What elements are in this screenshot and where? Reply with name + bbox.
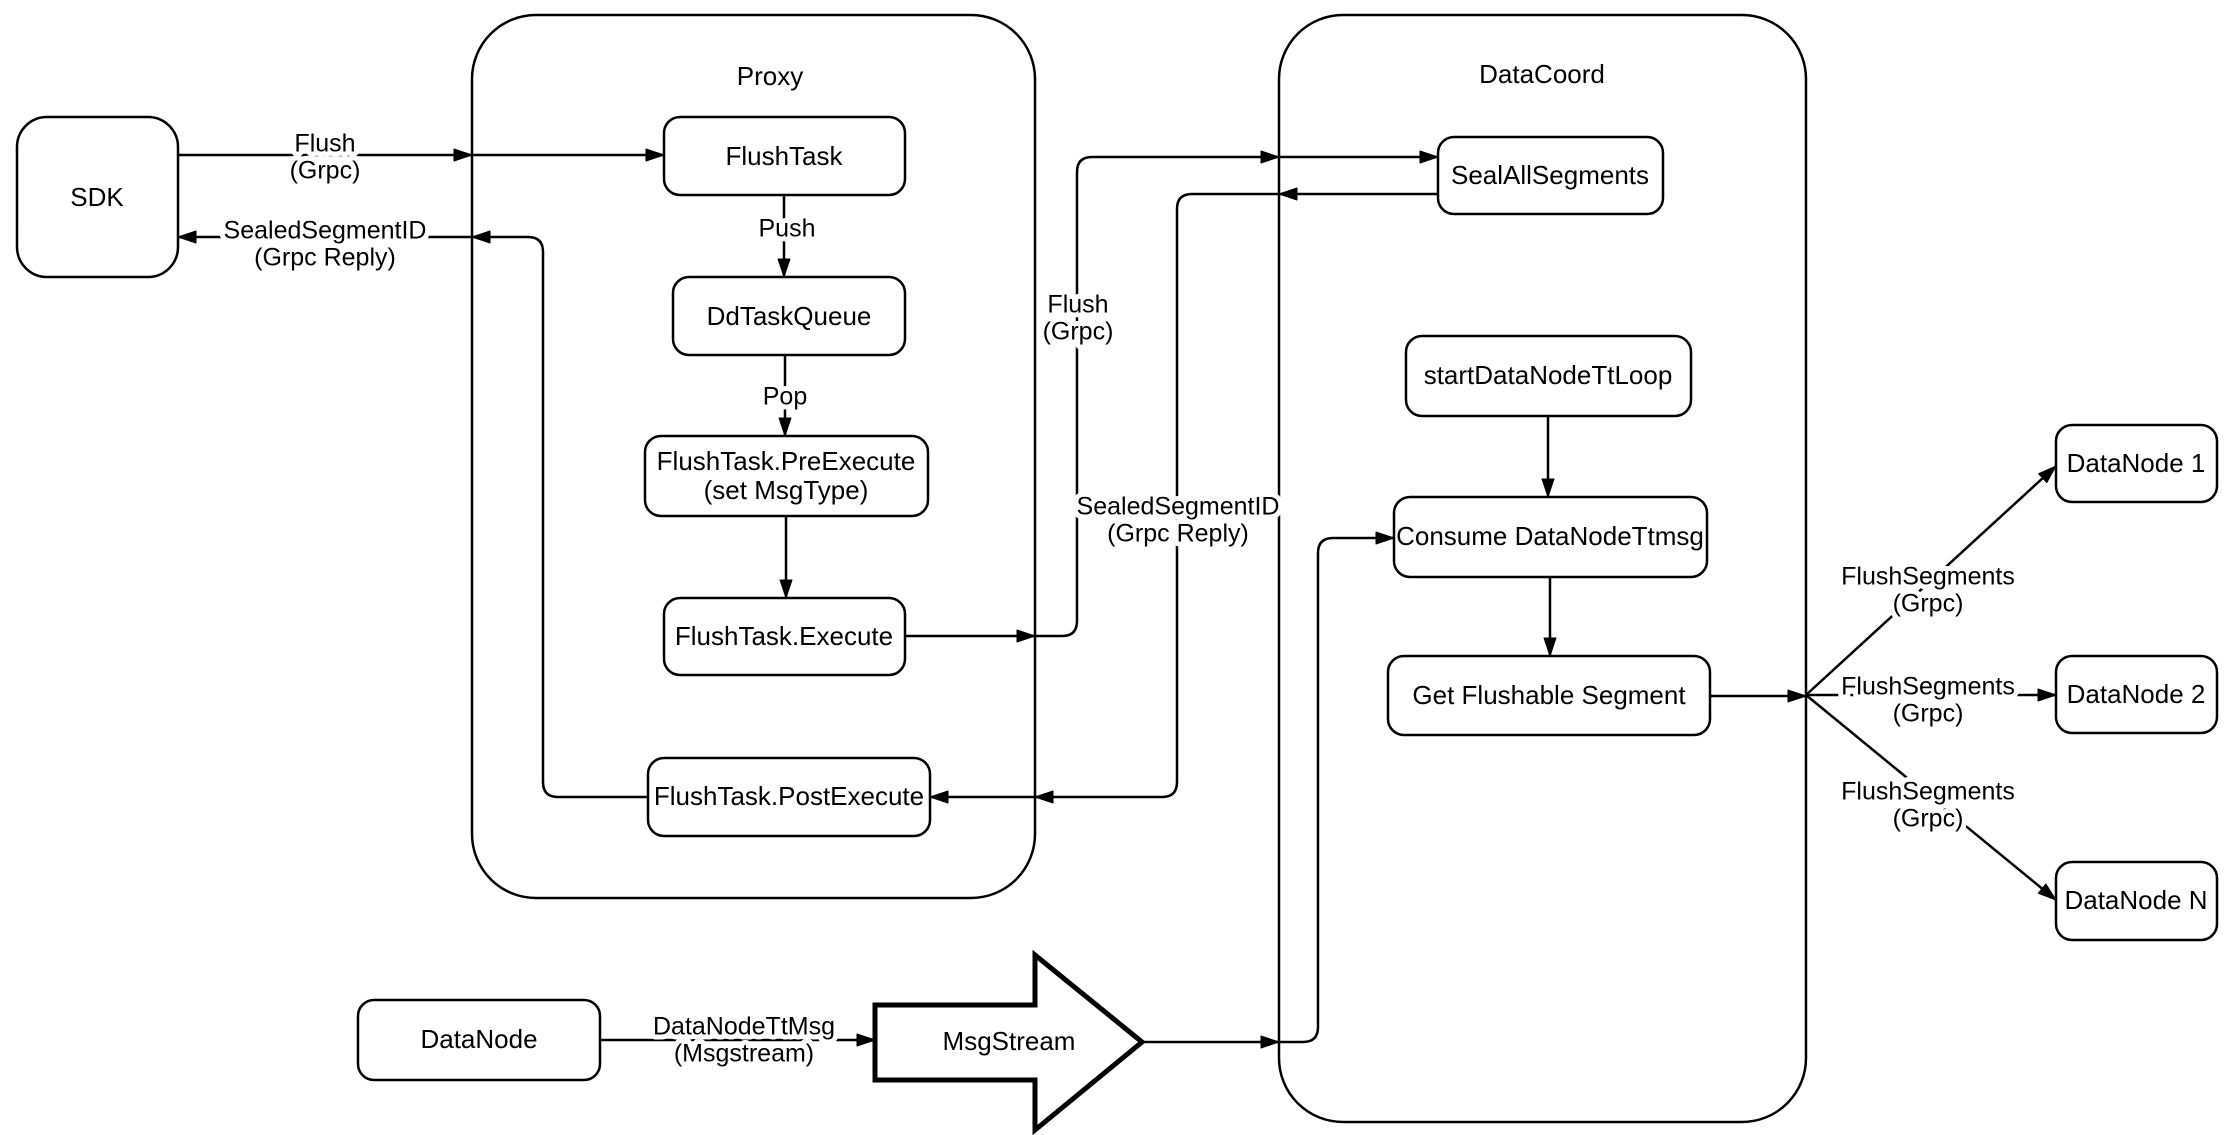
getflushablesegment-label: Get Flushable Segment xyxy=(1412,680,1686,710)
sdk-label: SDK xyxy=(70,182,124,212)
node-ddtaskqueue xyxy=(671,275,907,357)
edge-flush-to-datacoord-edge xyxy=(1035,150,1280,638)
node-preexecute xyxy=(643,434,930,518)
edge-flushsegments-datanoden xyxy=(1805,694,2057,901)
node-execute xyxy=(662,596,907,677)
msgstream-label: MsgStream xyxy=(943,1026,1076,1056)
push-label: Push xyxy=(759,215,816,243)
edge-flushsegments-datanode1 xyxy=(1805,465,2057,696)
datanodettmsg-label-line2: (Msgstream) xyxy=(674,1040,814,1068)
sdk-reply-label-line1: SealedSegmentID xyxy=(224,217,427,245)
edge-postexecute-to-proxy-edge xyxy=(471,230,648,799)
datanode-1-label: DataNode 1 xyxy=(2067,448,2206,478)
datanode-n-label: DataNode N xyxy=(2064,885,2207,915)
proxy-reply-label-line2: (Grpc Reply) xyxy=(1107,520,1249,548)
flushsegments-1-label-line2: (Grpc) xyxy=(1893,590,1964,618)
flushsegments-3-label-line2: (Grpc) xyxy=(1893,805,1964,833)
node-consumedatanodettmsg xyxy=(1392,495,1709,579)
node-datanode-1 xyxy=(2054,423,2219,504)
proxy-flush-label-line2: (Grpc) xyxy=(1043,318,1114,346)
pop-label: Pop xyxy=(763,383,807,411)
flushsegments-2-label-line1: FlushSegments xyxy=(1841,673,2015,701)
postexecute-label: FlushTask.PostExecute xyxy=(654,781,924,811)
preexecute-label-line2: (set MsgType) xyxy=(704,475,869,505)
node-flushtask xyxy=(662,115,907,197)
node-getflushablesegment xyxy=(1386,654,1712,737)
execute-label: FlushTask.Execute xyxy=(675,621,893,651)
datanode-label: DataNode xyxy=(420,1024,537,1054)
flushsegments-1-label-line1: FlushSegments xyxy=(1841,563,2015,591)
node-startdatanodettloop xyxy=(1404,334,1693,418)
sdk-flush-label-line2: (Grpc) xyxy=(290,157,361,185)
proxy-title: Proxy xyxy=(737,61,803,91)
flushsegments-2-label-line2: (Grpc) xyxy=(1893,700,1964,728)
sdk-reply-label-line2: (Grpc Reply) xyxy=(254,244,396,272)
node-sealallsegments xyxy=(1436,135,1665,216)
node-postexecute xyxy=(646,756,932,838)
node-datanode-n xyxy=(2054,860,2219,942)
sdk-flush-label-line1: Flush xyxy=(294,130,355,158)
datanodettmsg-label-line1: DataNodeTtMsg xyxy=(653,1013,835,1041)
node-datanode xyxy=(356,998,602,1082)
ddtaskqueue-label: DdTaskQueue xyxy=(707,301,872,331)
flushsegments-3-label-line1: FlushSegments xyxy=(1841,778,2015,806)
consumedatanodettmsg-label: Consume DataNodeTtmsg xyxy=(1396,521,1704,551)
datacoord-title: DataCoord xyxy=(1479,59,1605,89)
flushtask-label: FlushTask xyxy=(725,141,843,171)
edge-msgstream-to-consume xyxy=(1279,531,1395,1044)
node-msgstream-block-arrow xyxy=(872,949,1146,1135)
preexecute-label-line1: FlushTask.PreExecute xyxy=(657,446,916,476)
edge-reply-to-proxy-edge xyxy=(1034,192,1279,804)
startdatanodettloop-label: startDataNodeTtLoop xyxy=(1424,360,1673,390)
proxy-flush-label-line1: Flush xyxy=(1047,291,1108,319)
sealallsegments-label: SealAllSegments xyxy=(1451,160,1649,190)
node-datanode-2 xyxy=(2054,654,2219,735)
node-sdk xyxy=(15,115,180,279)
datanode-2-label: DataNode 2 xyxy=(2067,679,2206,709)
proxy-reply-label-line1: SealedSegmentID xyxy=(1077,493,1280,521)
